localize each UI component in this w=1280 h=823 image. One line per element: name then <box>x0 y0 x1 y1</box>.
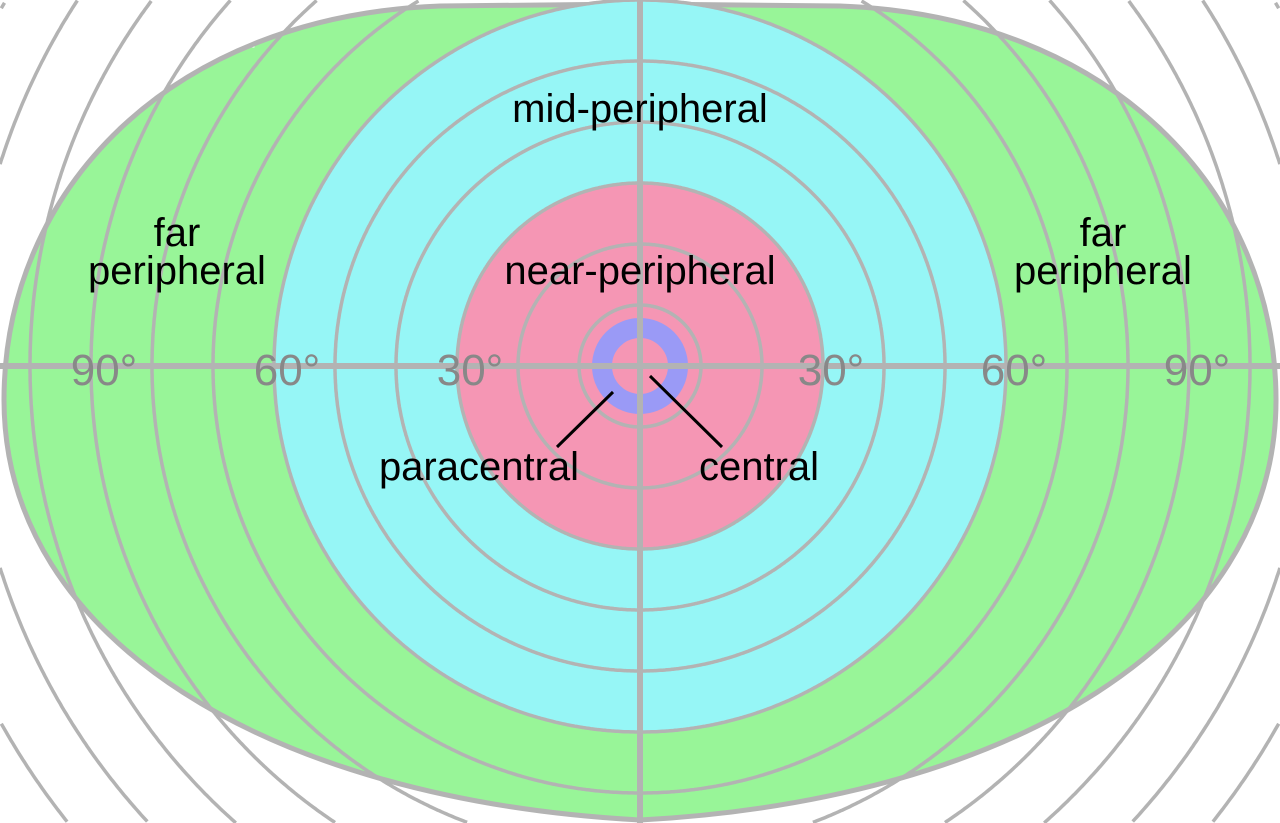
ring-100-deg <box>28 0 1252 823</box>
paracentral-pointer <box>555 390 615 449</box>
far-peripheral-right-label-1: far <box>1080 211 1127 255</box>
ring-80-deg <box>150 0 1130 823</box>
degree-label-right-30: 30° <box>798 346 865 395</box>
far-peripheral-left-label-1: far <box>154 211 201 255</box>
degree-label-left-30: 30° <box>437 346 504 395</box>
ring-90-deg <box>89 0 1191 823</box>
degree-label-left-90: 90° <box>71 346 138 395</box>
near-peripheral-label: near-peripheral <box>504 249 775 293</box>
central-label: central <box>699 445 819 489</box>
degree-label-left-60: 60° <box>254 346 321 395</box>
ring-70-deg <box>211 0 1069 795</box>
far-peripheral-left-label-2: peripheral <box>88 249 266 293</box>
degree-label-right-60: 60° <box>981 346 1048 395</box>
far-peripheral-right-label-2: peripheral <box>1014 249 1192 293</box>
degree-label-right-90: 90° <box>1164 346 1231 395</box>
mid-peripheral-label: mid-peripheral <box>512 87 768 131</box>
paracentral-label: paracentral <box>379 445 579 489</box>
central-pointer <box>648 374 724 449</box>
